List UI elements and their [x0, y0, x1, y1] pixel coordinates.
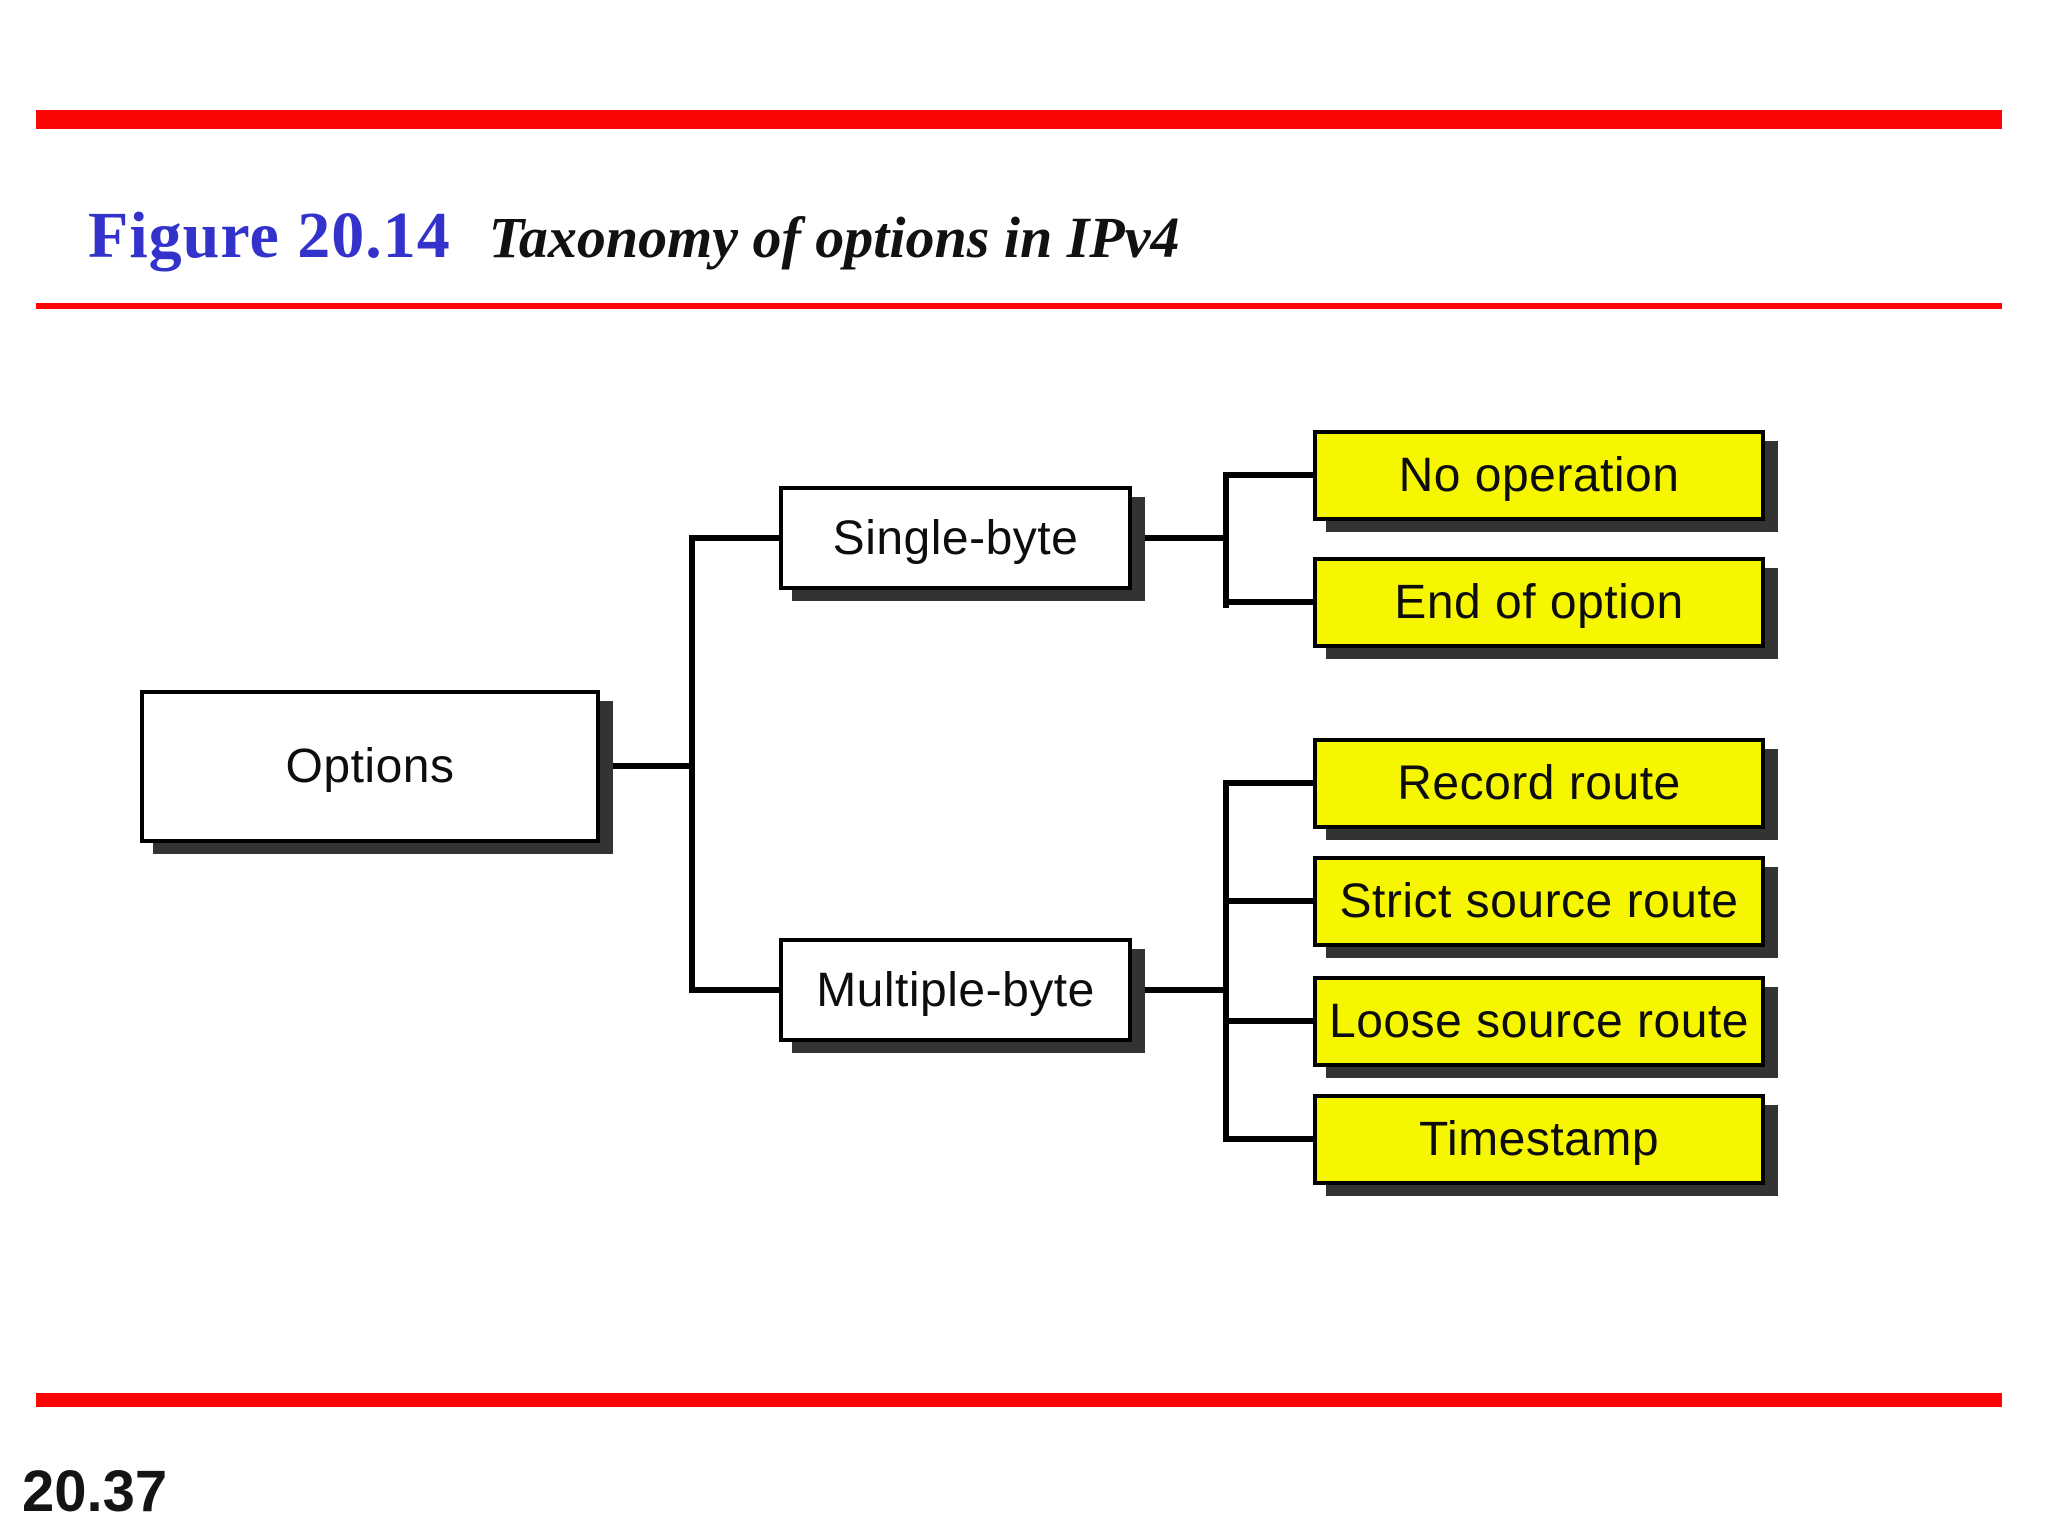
- node-options: Options: [140, 690, 600, 843]
- connector-options-h: [598, 763, 692, 769]
- node-record-route: Record route: [1313, 738, 1765, 829]
- node-label: Single-byte: [832, 511, 1079, 565]
- connector-main-v: [689, 535, 695, 993]
- top-accent-bar: [36, 110, 2002, 129]
- node-end-of-option: End of option: [1313, 557, 1765, 648]
- figure-caption: Taxonomy of options in IPv4: [488, 205, 1180, 270]
- connector-end-of-option-h: [1226, 599, 1313, 605]
- node-multiple-byte: Multiple-byte: [779, 938, 1132, 1042]
- connector-strict-source-route-h: [1226, 898, 1313, 904]
- node-label: Options: [285, 740, 455, 793]
- connector-multiple-group-h: [1132, 987, 1226, 993]
- node-no-operation: No operation: [1313, 430, 1765, 521]
- node-loose-source-route: Loose source route: [1313, 976, 1765, 1067]
- node-label: Record route: [1397, 757, 1681, 810]
- node-label: Strict source route: [1339, 875, 1739, 928]
- connector-loose-source-route-h: [1226, 1018, 1313, 1024]
- connector-multiple-byte-h: [692, 987, 779, 993]
- connector-no-operation-h: [1226, 472, 1313, 478]
- connector-multiple-group-v: [1223, 780, 1229, 1142]
- node-label: Loose source route: [1329, 995, 1749, 1048]
- connector-single-group-v: [1223, 472, 1229, 608]
- node-strict-source-route: Strict source route: [1313, 856, 1765, 947]
- page-number: 20.37: [22, 1459, 168, 1524]
- node-label: Timestamp: [1418, 1113, 1660, 1166]
- figure-title-row: Figure 20.14 Taxonomy of options in IPv4: [88, 198, 1179, 274]
- node-timestamp: Timestamp: [1313, 1094, 1765, 1185]
- bottom-accent-bar: [36, 1393, 2002, 1407]
- connector-single-byte-h: [692, 535, 779, 541]
- connector-record-route-h: [1226, 780, 1313, 786]
- node-label: End of option: [1394, 576, 1684, 629]
- node-label: Multiple-byte: [816, 963, 1095, 1017]
- figure-number: Figure 20.14: [88, 199, 451, 272]
- title-underline: [36, 303, 2002, 309]
- node-label: No operation: [1398, 449, 1680, 502]
- connector-single-group-h: [1132, 535, 1226, 541]
- connector-timestamp-h: [1226, 1136, 1313, 1142]
- node-single-byte: Single-byte: [779, 486, 1132, 590]
